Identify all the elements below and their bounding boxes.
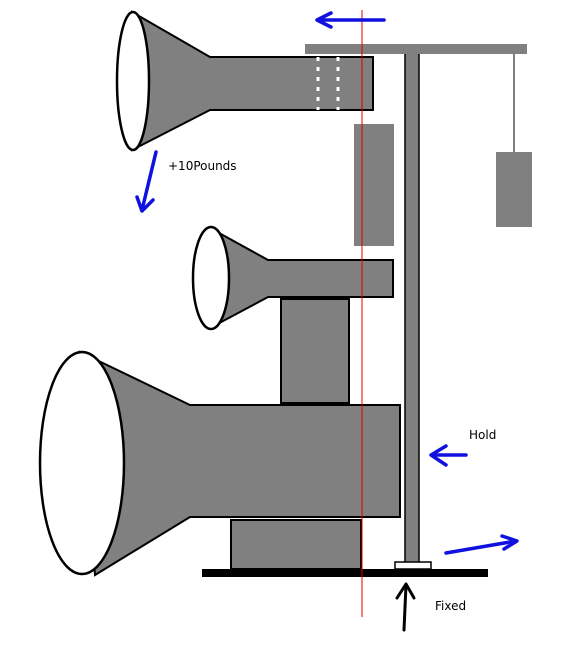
small-horn-bell (191, 225, 231, 331)
weight-added-label: +10Pounds (168, 159, 237, 173)
top-left-arrow (315, 11, 386, 29)
post-pivot-base (394, 561, 432, 570)
fixed-arrow (395, 582, 416, 632)
large-horn (38, 350, 401, 577)
vertical-post (404, 52, 420, 566)
down-left-arrow (135, 150, 158, 213)
fixed-label: Fixed (435, 599, 466, 613)
base-ground (202, 569, 488, 577)
hold-arrow (429, 444, 468, 467)
bottom-right-arrow (444, 534, 519, 555)
small-horn (191, 225, 394, 331)
left-counterweight (354, 124, 394, 246)
top-horn-bell (115, 10, 151, 152)
bottom-support-block (230, 519, 362, 570)
hold-label: Hold (469, 428, 496, 442)
top-horn (115, 10, 374, 152)
hanging-weight (496, 152, 532, 227)
large-horn-bell (38, 350, 126, 576)
middle-support-block (280, 298, 350, 404)
top-beam (305, 44, 527, 54)
